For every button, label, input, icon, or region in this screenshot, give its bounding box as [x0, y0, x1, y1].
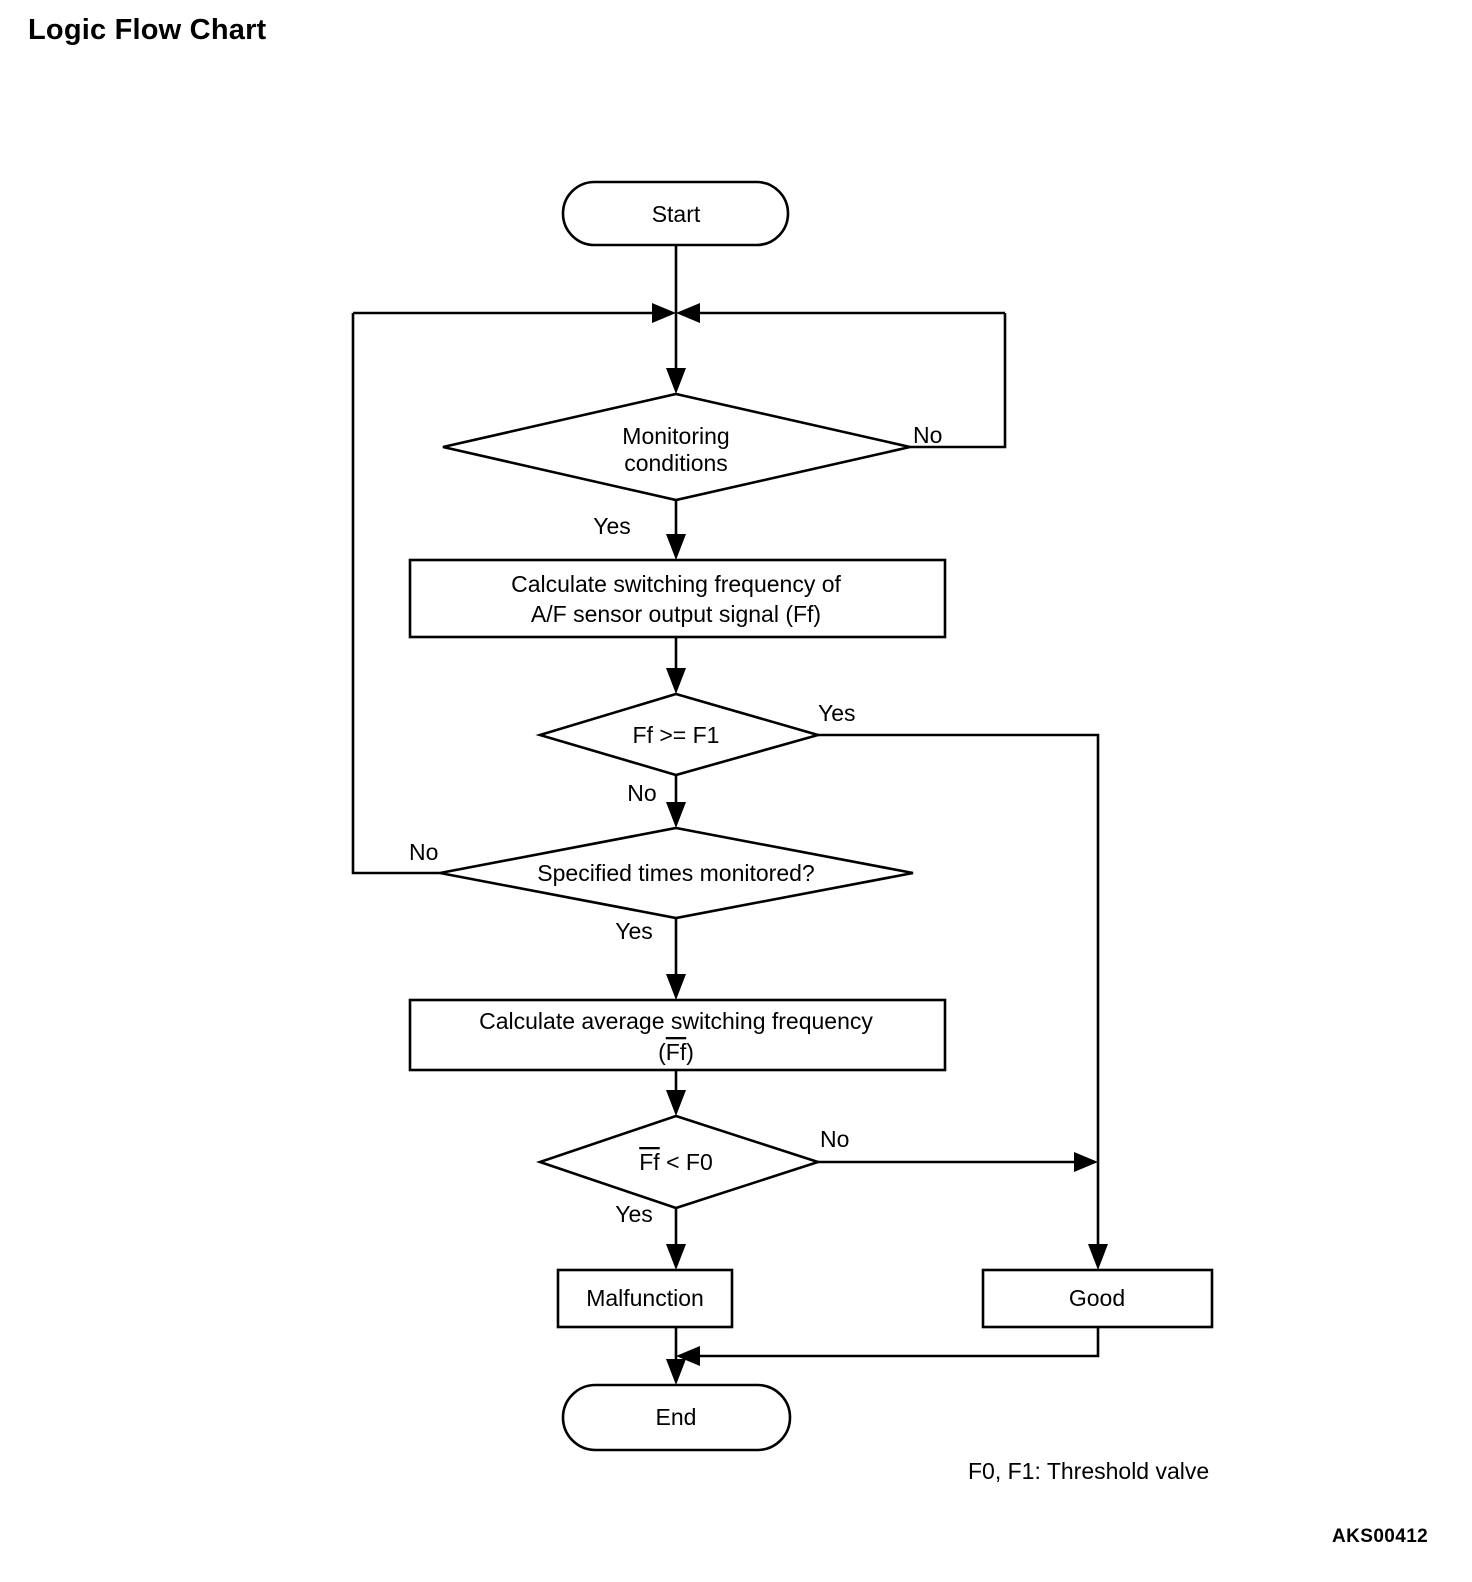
node-ff-lt-f0-overline-part: Ff — [639, 1149, 660, 1175]
page-title: Logic Flow Chart — [28, 14, 267, 46]
node-malfunction[interactable] — [556, 1268, 734, 1329]
node-calc-switching-line2: A/F sensor output signal (Ff) — [531, 601, 821, 627]
node-ff-lt-f0-label: Ff < F0 — [639, 1149, 713, 1175]
node-calc-average-ff-overline: Ff — [666, 1039, 687, 1065]
connector-spectimes-no-feedback — [351, 313, 440, 875]
arrowhead-into-calc-ff — [666, 534, 686, 560]
edge-label-spectimes-yes: Yes — [615, 918, 653, 944]
node-calc-average-frequency[interactable] — [408, 998, 947, 1072]
arrowhead-into-calc-avg — [666, 974, 686, 1000]
edge-label-spectimes-no: No — [409, 839, 438, 865]
edge-label-ffgef1-yes: Yes — [818, 700, 856, 726]
arrowhead-into-malfunction — [666, 1244, 686, 1270]
edge-label-fflf0-no: No — [820, 1126, 849, 1152]
node-ff-ge-f1-label: Ff >= F1 — [633, 722, 720, 748]
edge-label-monitoring-yes: Yes — [593, 513, 631, 539]
node-calc-switching-frequency[interactable] — [408, 558, 947, 639]
connector-good-to-end — [694, 1327, 1100, 1358]
node-end-label: End — [656, 1404, 697, 1430]
node-malfunction-label: Malfunction — [586, 1285, 704, 1311]
node-monitoring-conditions[interactable] — [442, 392, 911, 502]
arrowhead-merge-from-right — [676, 303, 700, 323]
arrowhead-fflf0-no-to-goodline — [1074, 1152, 1098, 1172]
edge-label-monitoring-no: No — [913, 422, 942, 448]
node-good[interactable] — [981, 1268, 1214, 1329]
node-specified-times-monitored[interactable] — [439, 826, 914, 920]
arrowhead-into-monitoring — [666, 368, 686, 394]
node-monitoring-label-line2: conditions — [624, 450, 728, 476]
node-end[interactable] — [561, 1383, 792, 1452]
arrowhead-into-ffgef1 — [666, 668, 686, 694]
node-calc-average-line1: Calculate average switching frequency — [479, 1008, 873, 1034]
node-ff-lt-f0[interactable] — [535, 1114, 823, 1210]
arrowhead-good-merge — [676, 1346, 700, 1366]
arrowhead-into-good — [1088, 1244, 1108, 1270]
arrowhead-into-end — [666, 1359, 686, 1385]
connector-ffgef1-yes-to-good — [818, 733, 1100, 1258]
node-start-label: Start — [652, 201, 701, 227]
edge-label-ffgef1-no: No — [627, 780, 656, 806]
reference-code: AKS00412 — [1332, 1526, 1429, 1547]
node-calc-switching-line1: Calculate switching frequency of — [511, 571, 841, 597]
edge-label-fflf0-yes: Yes — [615, 1201, 653, 1227]
connector-monitoring-no-feedback — [910, 313, 1007, 449]
node-calc-average-line2: (Ff) — [658, 1039, 694, 1065]
threshold-legend: F0, F1: Threshold valve — [968, 1458, 1210, 1484]
arrowhead-into-fflf0 — [666, 1090, 686, 1116]
node-monitoring-label-line1: Monitoring — [622, 423, 729, 449]
arrowhead-merge-from-left — [652, 303, 676, 323]
arrowhead-into-spectimes — [666, 802, 686, 828]
node-specified-times-label: Specified times monitored? — [537, 860, 814, 886]
node-start[interactable] — [561, 180, 790, 247]
node-good-label: Good — [1069, 1285, 1125, 1311]
node-ff-ge-f1[interactable] — [535, 692, 823, 777]
